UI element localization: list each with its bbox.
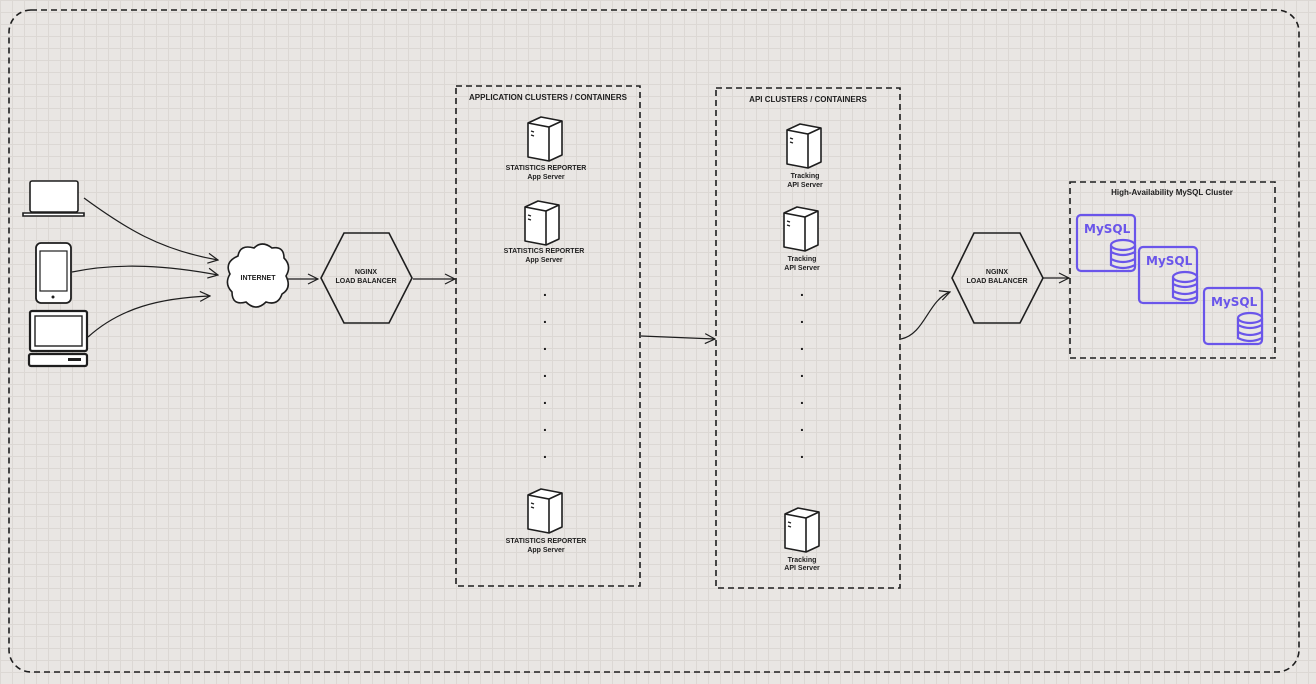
api-server-3-line1: Tracking (788, 557, 817, 564)
desktop-icon (27, 309, 89, 368)
app-server-1: STATISTICS REPORTER App Server (506, 116, 587, 181)
lb2-line2: LOAD BALANCER (966, 278, 1027, 285)
ellipsis-dot: . (800, 391, 804, 407)
api-cluster: API CLUSTERS / CONTAINERS Tracking API S… (715, 87, 901, 589)
ellipsis-dot: . (543, 364, 547, 380)
mysql-node-2-label: MySQL (1146, 254, 1193, 268)
mysql-node-1: MySQL (1075, 213, 1137, 273)
app-server-3: STATISTICS REPORTER App Server (506, 488, 587, 554)
server-icon (527, 116, 563, 162)
server-icon (783, 206, 819, 252)
ellipsis-dot: . (800, 337, 804, 353)
app-server-1-line2: App Server (527, 174, 565, 181)
phone-arrow (71, 265, 218, 275)
internet-cloud: INTERNET (226, 243, 290, 308)
server-icon (524, 200, 560, 246)
app-server-3-line1: STATISTICS REPORTER (506, 538, 587, 545)
desktop-arrow (87, 296, 210, 338)
nginx-load-balancer-2: NGINX LOAD BALANCER (951, 232, 1044, 324)
ellipsis-dot: . (543, 337, 547, 353)
app-server-2-line1: STATISTICS REPORTER (504, 248, 585, 255)
phone-icon (35, 242, 72, 304)
lb1-line1: NGINX (355, 269, 378, 276)
api-server-3-line2: API Server (784, 565, 820, 572)
server-icon (527, 488, 563, 534)
ellipsis-dot: . (543, 445, 547, 461)
mysql-node-3: MySQL (1202, 286, 1264, 346)
app-ellipsis: . . . . . . . (543, 283, 547, 461)
mysql-node-2: MySQL (1137, 245, 1199, 305)
app-cluster: APPLICATION CLUSTERS / CONTAINERS STATIS… (455, 85, 641, 587)
outer-boundary (8, 9, 1300, 673)
api-server-2-line1: Tracking (788, 256, 817, 263)
ellipsis-dot: . (543, 310, 547, 326)
app-cluster-title: APPLICATION CLUSTERS / CONTAINERS (469, 93, 628, 102)
api-to-lb2-arrow (900, 292, 950, 340)
ellipsis-dot: . (543, 391, 547, 407)
app-server-2-line2: App Server (525, 257, 563, 264)
ellipsis-dot: . (543, 418, 547, 434)
mysql-cluster-title: High-Availability MySQL Cluster (1111, 188, 1233, 197)
api-ellipsis: . . . . . . . (800, 283, 804, 461)
api-server-1-line1: Tracking (791, 173, 820, 180)
internet-label: INTERNET (241, 275, 277, 282)
laptop-arrow (83, 197, 218, 260)
laptop-icon (22, 180, 85, 217)
server-icon (786, 123, 822, 169)
app-server-1-line1: STATISTICS REPORTER (506, 165, 587, 172)
ellipsis-dot: . (800, 364, 804, 380)
app-server-2: STATISTICS REPORTER App Server (504, 200, 585, 264)
ellipsis-dot: . (800, 418, 804, 434)
app-to-api-arrow (640, 336, 715, 339)
nginx-load-balancer-1: NGINX LOAD BALANCER (320, 232, 413, 324)
ellipsis-dot: . (800, 445, 804, 461)
app-server-3-line2: App Server (527, 547, 565, 554)
api-server-3: Tracking API Server (784, 507, 820, 572)
api-cluster-title: API CLUSTERS / CONTAINERS (749, 95, 867, 104)
lb1-line2: LOAD BALANCER (335, 278, 396, 285)
ellipsis-dot: . (800, 310, 804, 326)
ellipsis-dot: . (543, 283, 547, 299)
server-icon (784, 507, 820, 553)
api-server-1: Tracking API Server (786, 123, 823, 189)
mysql-cluster: High-Availability MySQL Cluster MySQL My… (1069, 181, 1276, 359)
api-server-2-line2: API Server (784, 265, 820, 272)
ellipsis-dot: . (800, 283, 804, 299)
mysql-node-1-label: MySQL (1084, 222, 1131, 236)
api-server-2: Tracking API Server (783, 206, 820, 272)
api-server-1-line2: API Server (787, 182, 823, 189)
lb2-line1: NGINX (986, 269, 1009, 276)
mysql-node-3-label: MySQL (1211, 295, 1258, 309)
